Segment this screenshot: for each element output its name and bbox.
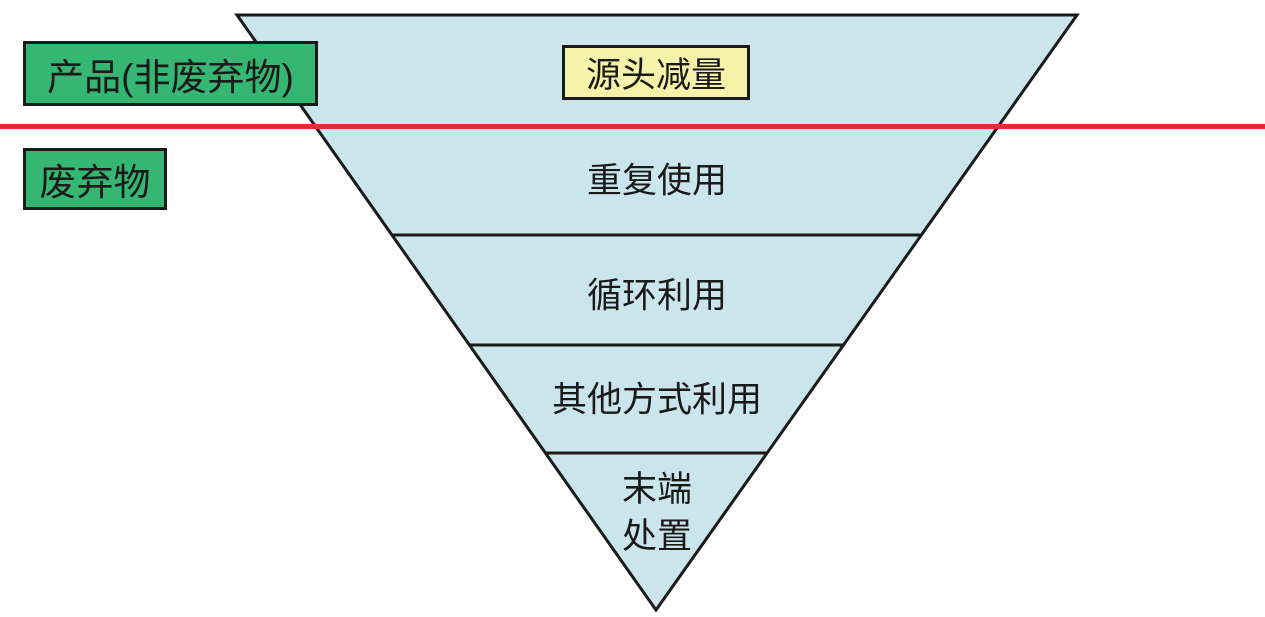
level-source-reduction-box: 源头减量 — [562, 45, 750, 100]
pyramid-shape — [234, 13, 1080, 613]
product-label-box: 产品(非废弃物) — [23, 41, 318, 106]
level-other-use-label: 其他方式利用 — [551, 380, 763, 420]
waste-label: 废弃物 — [39, 162, 151, 203]
product-waste-boundary-line — [0, 124, 1265, 129]
level-final-disposal-label: 末端 处置 — [621, 469, 693, 556]
level-source-reduction-label: 源头减量 — [585, 56, 726, 95]
level-reuse-label: 重复使用 — [586, 161, 728, 201]
level-recycling-label: 循环利用 — [586, 276, 728, 316]
waste-label-box: 废弃物 — [23, 148, 167, 210]
product-label: 产品(非废弃物) — [47, 56, 294, 98]
